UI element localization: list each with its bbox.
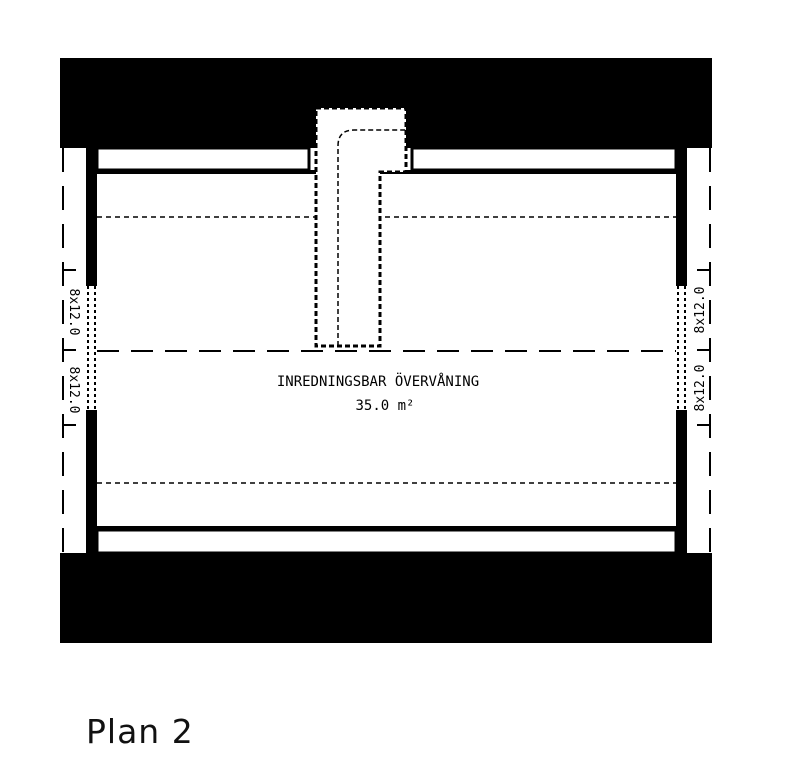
wall-window-right [674, 286, 689, 410]
window-label-left-upper: 8x12.0 [66, 289, 81, 336]
wall-window-left [84, 286, 99, 410]
room-name-label: INREDNINGSBAR ÖVERVÅNING [277, 372, 479, 390]
plan-caption: Plan 2 [86, 712, 194, 751]
window-label-right-upper: 8x12.0 [693, 287, 708, 334]
top-eave-strip-left [95, 146, 311, 172]
room-area-label: 35.0 m² [355, 398, 414, 414]
window-ticks [63, 269, 710, 426]
window-label-right-lower: 8x12.0 [693, 365, 708, 412]
chimney-opening [314, 106, 408, 348]
bottom-eave-strip [95, 528, 678, 555]
top-eave-strip-right [410, 146, 678, 172]
roof-bottom-block [60, 553, 712, 643]
window-label-left-lower: 8x12.0 [66, 367, 81, 414]
